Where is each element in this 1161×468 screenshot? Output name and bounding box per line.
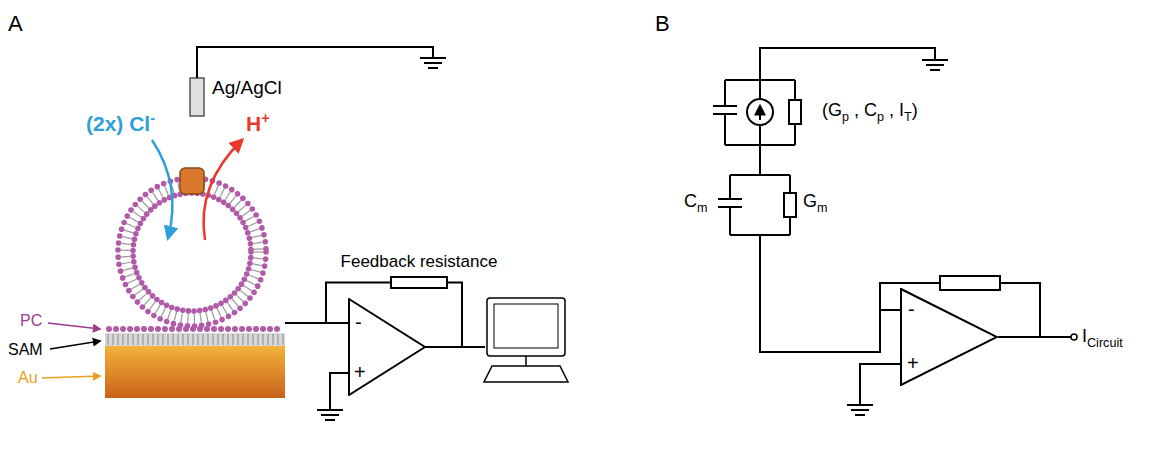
wire bbox=[330, 373, 348, 410]
label: (2x) Cl- bbox=[86, 110, 155, 135]
leader-line bbox=[48, 323, 100, 329]
wire bbox=[998, 336, 1071, 338]
label-text: A bbox=[8, 11, 23, 36]
index-text: p bbox=[877, 110, 884, 124]
label: ICircuit bbox=[1082, 327, 1123, 350]
label-text: (2x) Cl bbox=[86, 112, 150, 135]
index-text: m bbox=[697, 201, 708, 215]
label-text: , C bbox=[849, 100, 877, 120]
label-text: H bbox=[246, 112, 261, 135]
label: Gm bbox=[803, 192, 828, 215]
proton-arrow bbox=[204, 140, 242, 240]
leader-line bbox=[42, 376, 100, 378]
label-text: Au bbox=[18, 369, 38, 386]
label: Cm bbox=[684, 192, 708, 215]
label-text: I bbox=[1082, 326, 1087, 346]
index-text: - bbox=[150, 110, 155, 126]
wire bbox=[760, 48, 935, 80]
index-text: Circuit bbox=[1087, 336, 1123, 350]
op-amp: -+ bbox=[348, 298, 426, 396]
wire bbox=[860, 364, 900, 405]
label: Ag/AgCl bbox=[212, 78, 282, 99]
index-text: + bbox=[261, 110, 270, 126]
label-text: ) bbox=[912, 100, 918, 120]
ground-symbol bbox=[420, 58, 446, 68]
electrode bbox=[190, 78, 204, 116]
index-text: T bbox=[904, 110, 912, 124]
label-text: (G bbox=[822, 100, 842, 120]
label-text: SAM bbox=[8, 341, 43, 358]
feedback-wire bbox=[425, 283, 462, 348]
op-amp: -+ bbox=[900, 288, 998, 386]
leader-line bbox=[50, 341, 100, 349]
computer-icon bbox=[484, 298, 568, 382]
label-text: B bbox=[655, 11, 670, 36]
component-label: Feedback resistance bbox=[341, 253, 498, 270]
label: PC bbox=[20, 312, 42, 330]
wire bbox=[1000, 283, 1040, 337]
ground-symbol bbox=[922, 60, 948, 70]
label: H+ bbox=[246, 110, 270, 135]
wire bbox=[197, 47, 433, 78]
label-text: C bbox=[684, 191, 697, 211]
resistor-symbol: Feedback resistance bbox=[390, 276, 448, 289]
transporter bbox=[180, 168, 204, 194]
pin-sign: - bbox=[908, 299, 915, 319]
label: Au bbox=[18, 369, 38, 387]
label-text: Ag/AgCl bbox=[212, 77, 282, 98]
label-text: , I bbox=[884, 100, 904, 120]
label: (Gp , Cp , IT) bbox=[822, 101, 918, 124]
ground-symbol bbox=[847, 405, 873, 415]
label-text: G bbox=[803, 191, 817, 211]
label: B bbox=[655, 12, 670, 36]
index-text: p bbox=[842, 110, 849, 124]
chloride-arrow bbox=[152, 140, 172, 238]
sam-layer bbox=[105, 333, 285, 346]
gold-electrode bbox=[105, 346, 285, 398]
pin-sign: + bbox=[907, 353, 919, 373]
ground-symbol bbox=[317, 410, 343, 420]
label-text: PC bbox=[20, 312, 42, 329]
parallel-branch bbox=[713, 80, 801, 235]
terminal bbox=[1071, 334, 1077, 340]
index-text: m bbox=[817, 201, 828, 215]
pin-sign: + bbox=[354, 362, 366, 382]
pin-sign: - bbox=[355, 312, 362, 332]
label: A bbox=[8, 12, 23, 36]
label: SAM bbox=[8, 341, 43, 359]
resistor-symbol bbox=[940, 276, 1000, 290]
